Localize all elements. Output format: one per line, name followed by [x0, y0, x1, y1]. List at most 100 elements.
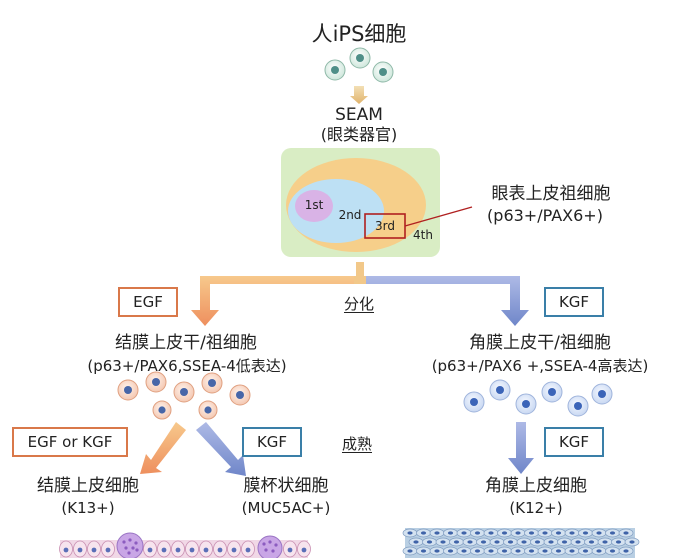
corneal-epithelium-title: 角膜上皮细胞 — [485, 476, 587, 496]
conj-tissue-nucleus — [245, 547, 251, 553]
egf-box: EGF — [118, 287, 178, 317]
conj-cell — [198, 400, 218, 420]
corneal-tissue-nucleus — [629, 540, 635, 544]
seam-label: SEAM — [335, 105, 383, 125]
diff-branch-right — [360, 276, 529, 326]
differentiation-label: 分化 — [343, 295, 375, 313]
goblet-title: 膜杯状细胞 — [243, 476, 329, 496]
mature-arrow-middle — [196, 422, 246, 476]
corneal-tissue-nucleus — [575, 540, 581, 544]
diff-branch-center — [354, 276, 366, 284]
corneal-tissue-nucleus — [447, 531, 454, 535]
corneal-tissue-nucleus — [528, 549, 535, 553]
corneal-tissue-nucleus — [434, 549, 440, 553]
conj-progenitor-sub: (p63+/PAX6,SSEA-4低表达) — [87, 357, 287, 375]
diff-stem — [356, 262, 364, 276]
conj-tissue-nucleus — [287, 547, 293, 553]
diff-branch-left — [191, 276, 360, 326]
ips-cell — [349, 47, 371, 69]
conj-tissue-nucleus — [147, 547, 153, 553]
corneal-tissue-nucleus — [582, 531, 589, 535]
maturation-label: 成熟 — [341, 435, 373, 453]
corneal-tissue-nucleus — [461, 549, 467, 553]
conj-cell — [229, 384, 251, 406]
corneal-progenitor-title: 角膜上皮干/祖细胞 — [469, 333, 611, 353]
conj-tissue-nucleus — [63, 547, 69, 553]
corneal-tissue-nucleus — [413, 540, 419, 544]
corneal-tissue-nucleus — [542, 549, 548, 553]
corneal-tissue-nucleus — [501, 531, 508, 535]
ips-cells — [324, 47, 394, 83]
corneal-cell — [515, 393, 537, 415]
corneal-tissue-nucleus — [440, 540, 446, 544]
conj-cell — [152, 400, 172, 420]
corneal-tissue-nucleus — [534, 540, 541, 544]
conj-progenitor-title: 结膜上皮干/祖细胞 — [115, 333, 257, 353]
seam-sub-label: (眼类器官) — [320, 125, 398, 144]
corneal-tissue-nucleus — [461, 531, 467, 535]
corneal-tissue-nucleus — [521, 540, 527, 544]
conj-cell — [145, 371, 167, 393]
corneal-tissue-nucleus — [596, 549, 602, 553]
ips-cell — [372, 61, 394, 83]
conj-cells — [117, 371, 251, 420]
corneal-tissue-nucleus — [615, 540, 622, 544]
callout-line — [404, 206, 473, 227]
corneal-tissue-nucleus — [488, 549, 494, 553]
corneal-tissue-nucleus — [515, 531, 521, 535]
egf-or-kgf-box: EGF or KGF — [12, 427, 128, 457]
corneal-cell — [541, 381, 563, 403]
conj-tissue-nucleus — [161, 547, 167, 553]
corneal-tissue-nucleus — [494, 540, 500, 544]
corneal-tissue-nucleus — [548, 540, 554, 544]
conj-cell — [173, 381, 195, 403]
conj-epithelium-title: 结膜上皮细胞 — [37, 476, 139, 496]
seam-arrow — [350, 86, 368, 104]
corneal-progenitor-sub: (p63+/PAX6 +,SSEA-4高表达) — [431, 357, 649, 375]
corneal-tissue-nucleus — [474, 549, 481, 553]
kgf-box-goblet: KGF — [242, 427, 302, 457]
ips-cell — [324, 59, 346, 81]
corneal-tissue-nucleus — [426, 540, 433, 544]
corneal-tissue-nucleus — [555, 549, 562, 553]
corneal-tissue-nucleus — [623, 549, 629, 553]
corneal-cell — [489, 379, 511, 401]
corneal-tissue-nucleus — [609, 531, 616, 535]
zone-4th-label: 4th — [413, 228, 433, 242]
corneal-tissue-nucleus — [407, 549, 413, 553]
callout-sub: (p63+/PAX6+) — [487, 206, 603, 225]
corneal-tissue-nucleus — [528, 531, 535, 535]
corneal-tissue-nucleus — [467, 540, 473, 544]
conj-tissue-nucleus — [203, 547, 209, 553]
corneal-tissue-nucleus — [447, 549, 454, 553]
corneal-cell — [567, 395, 589, 417]
zone-2nd-label: 2nd — [338, 208, 362, 222]
corneal-tissue-nucleus — [542, 531, 548, 535]
goblet-sub: (MUC5AC+) — [241, 499, 331, 517]
conj-cell — [201, 372, 223, 394]
corneal-cell — [591, 383, 613, 405]
goblet-cell — [116, 532, 144, 558]
corneal-tissue-nucleus — [407, 531, 413, 535]
callout-title: 眼表上皮祖细胞 — [491, 184, 611, 204]
ips-title: 人iPS细胞 — [311, 22, 407, 46]
corneal-cells — [463, 379, 613, 417]
corneal-tissue-nucleus — [569, 531, 575, 535]
corneal-tissue-nucleus — [602, 540, 608, 544]
corneal-tissue-nucleus — [453, 540, 460, 544]
corneal-tissue-nucleus — [555, 531, 562, 535]
corneal-tissue-nucleus — [474, 531, 481, 535]
corneal-tissue-nucleus — [609, 549, 616, 553]
corneal-tissue-nucleus — [623, 531, 629, 535]
corneal-tissue-nucleus — [582, 549, 589, 553]
conj-tissue-nucleus — [105, 547, 111, 553]
mature-arrow-right — [508, 422, 534, 474]
corneal-tissue-nucleus — [507, 540, 514, 544]
conj-tissue-nucleus — [189, 547, 195, 553]
kgf-box-corneal: KGF — [544, 427, 604, 457]
corneal-tissue-nucleus — [588, 540, 595, 544]
corneal-tissue — [402, 528, 640, 558]
goblet-cell — [257, 535, 283, 558]
conj-tissue-nucleus — [301, 547, 307, 553]
